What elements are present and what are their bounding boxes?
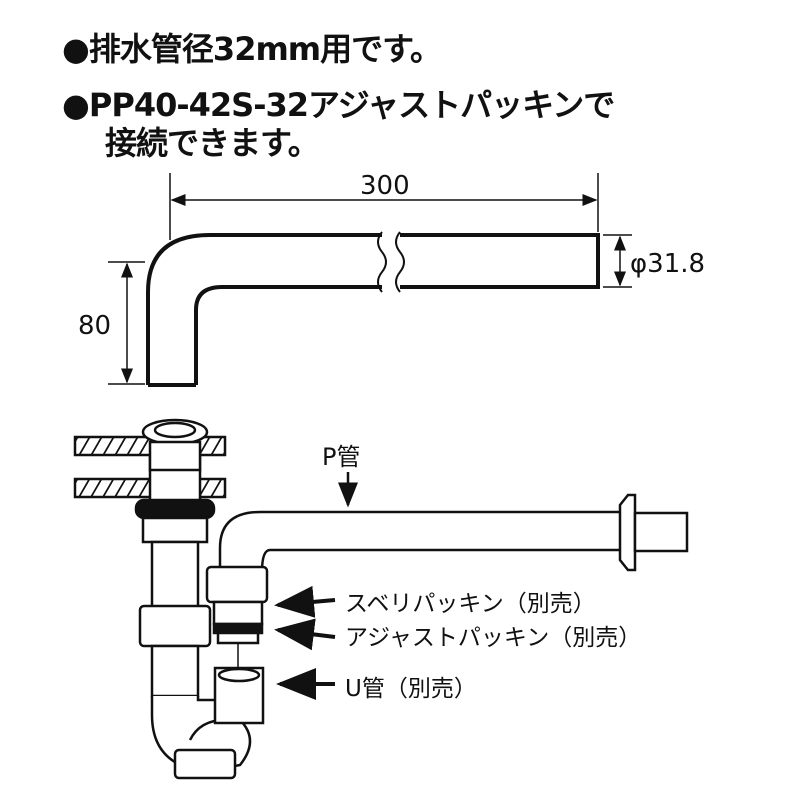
p-pipe-label: P管: [322, 443, 360, 471]
note-adjust-packing: ●PP40-42S-32アジャストパッキンで: [62, 86, 615, 124]
adjust-packing-label: アジャストパッキン（別売）: [345, 625, 641, 651]
slip-packing-label: スベリパッキン（別売）: [345, 591, 596, 617]
u-pipe-label: U管（別売）: [345, 676, 477, 702]
note-pipe-diameter: ●排水管径32mm用です。: [62, 30, 442, 68]
dimension-drawing: [108, 173, 632, 387]
length-dimension: 300: [360, 171, 410, 201]
note-connect: 接続できます。: [105, 124, 320, 162]
diameter-dimension: φ31.8: [630, 249, 705, 279]
height-dimension: 80: [78, 311, 111, 341]
slip-packing-arrow: [274, 585, 336, 618]
adjust-packing-arrow: [274, 618, 336, 651]
installation-illustration: [73, 418, 689, 780]
